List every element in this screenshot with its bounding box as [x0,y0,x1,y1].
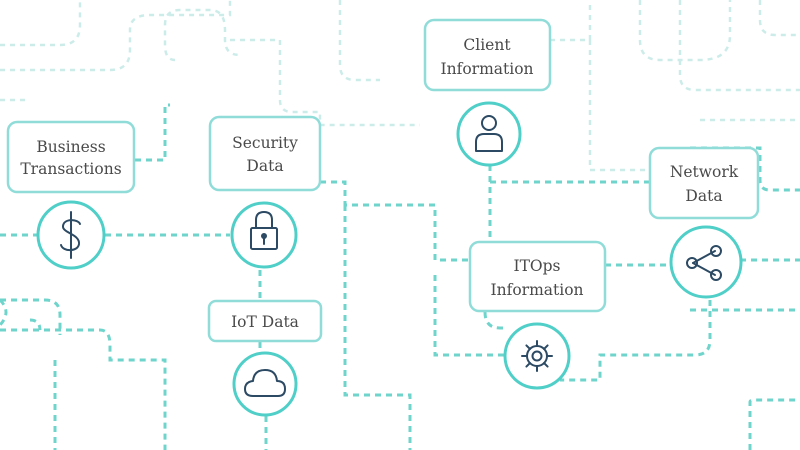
lock-icon [250,211,278,250]
share-icon [686,245,722,281]
network-data-label-line-1: Network [670,163,739,181]
gear-icon [521,340,553,372]
network-data-box [648,146,760,220]
node-itops-information: ITOps Information [468,240,607,390]
cloud-icon [244,369,286,397]
node-security-data: Security Data [208,115,322,269]
security-data-label-line-1: Security [232,134,298,152]
iot-data-label: IoT Data [231,313,299,331]
itops-information-label-line-1: ITOps [513,257,560,275]
node-client-information: Client Information [423,18,552,167]
business-transactions-label-line-2: Transactions [20,160,121,178]
itops-information-label-line-2: Information [490,281,583,299]
node-network-data: Network Data [648,146,760,299]
client-information-box [423,18,552,92]
node-business-transactions: Business Transactions [6,120,136,270]
network-data-label-line-2: Data [685,187,722,205]
client-information-label-line-1: Client [463,36,511,54]
security-data-label-line-2: Data [246,157,283,175]
itops-information-box [468,240,607,313]
dollar-icon [60,211,81,259]
connector-lines [0,103,800,450]
background-circuit-lines [0,0,800,172]
business-transactions-box [6,120,136,194]
business-transactions-label-line-1: Business [36,138,105,156]
client-information-label-line-2: Information [440,60,533,78]
security-data-box [208,115,322,192]
iot-data-box [207,299,323,343]
node-iot-data: IoT Data [207,299,323,417]
user-icon [475,115,503,152]
